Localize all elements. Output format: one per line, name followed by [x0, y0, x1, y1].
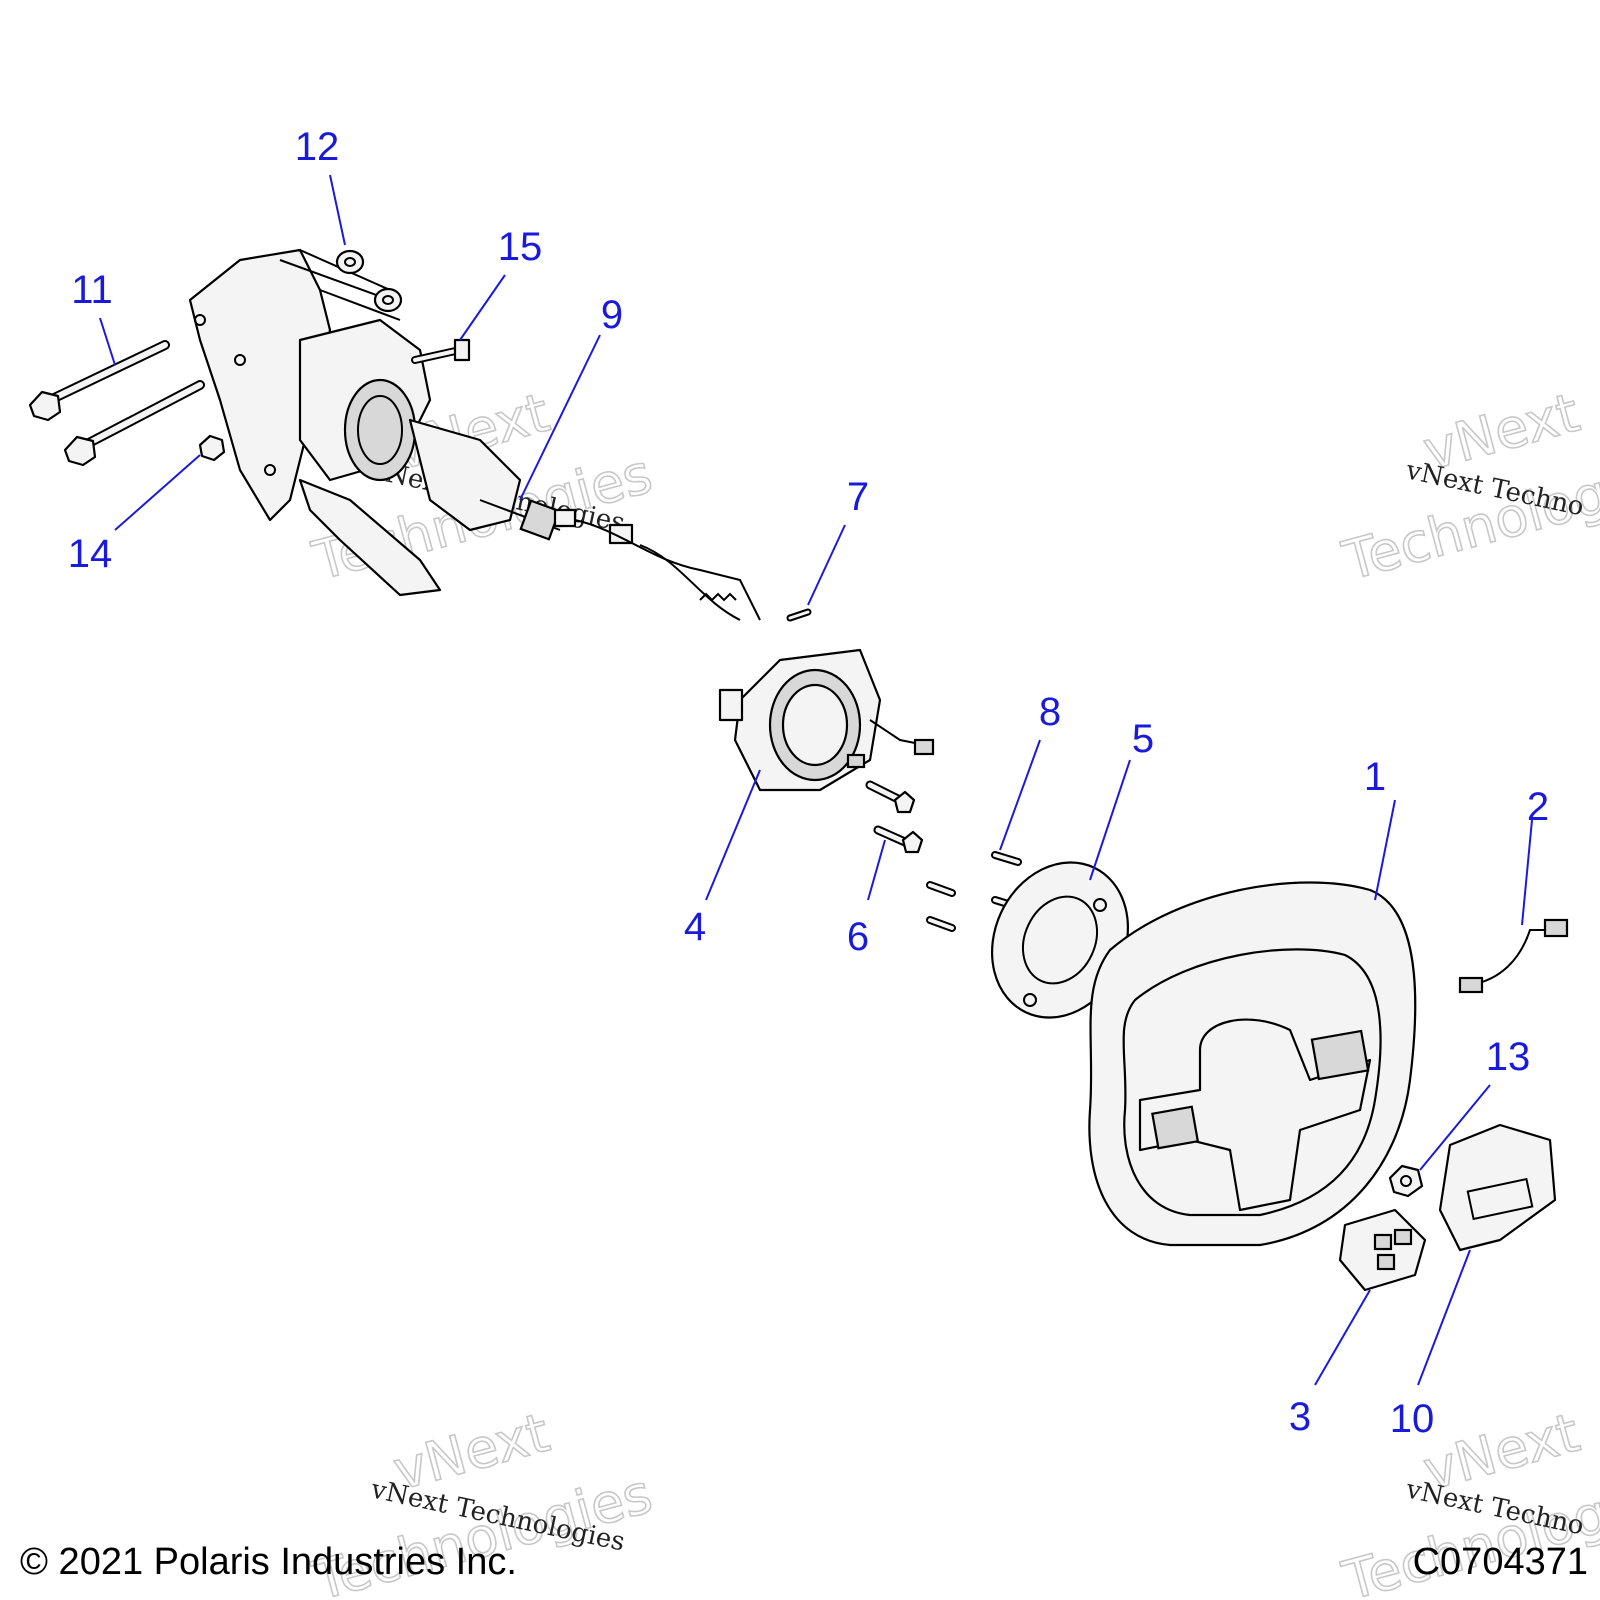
figure-code: C0704371 — [1413, 1541, 1588, 1583]
bolt-6-upper — [865, 780, 916, 814]
grommet-12 — [335, 249, 403, 313]
cover-10 — [1438, 1123, 1557, 1252]
callout-10: 10 — [1390, 1397, 1435, 1441]
leader-5 — [1089, 759, 1131, 881]
leader-lines — [99, 174, 1533, 1386]
leader-9 — [519, 334, 601, 501]
leader-8 — [999, 739, 1041, 851]
leader-12 — [329, 174, 346, 246]
callout-2: 2 — [1527, 785, 1549, 829]
leader-6 — [867, 839, 886, 901]
bolt-6-lower — [873, 825, 924, 854]
nut-14 — [198, 434, 226, 462]
steering-wheel-1 — [1088, 881, 1417, 1247]
harness-2 — [1458, 918, 1569, 994]
callout-3: 3 — [1289, 1395, 1311, 1439]
tilt-mechanism — [298, 318, 522, 597]
callout-7: 7 — [847, 475, 869, 519]
callout-8: 8 — [1039, 690, 1061, 734]
leader-10 — [1417, 1249, 1471, 1386]
leader-2 — [1521, 819, 1533, 926]
callout-6: 6 — [847, 915, 869, 959]
copyright-notice: © 2021 Polaris Industries Inc. — [20, 1541, 517, 1583]
screw-7 — [786, 608, 812, 622]
long-bolt-lower — [63, 380, 205, 467]
steering-column-bracket — [188, 248, 401, 522]
leader-4 — [705, 769, 761, 901]
leader-11 — [99, 317, 116, 366]
callout-14: 14 — [68, 532, 113, 576]
callout-13: 13 — [1486, 1035, 1531, 1079]
callout-12: 12 — [295, 125, 340, 169]
callout-4: 4 — [684, 905, 706, 949]
switch-3 — [1338, 1208, 1427, 1292]
callout-labels: 1 2 3 4 5 6 7 8 9 10 11 12 13 14 15 — [68, 125, 1549, 1441]
leader-3 — [1314, 1289, 1371, 1386]
leader-7 — [807, 524, 846, 606]
steering-shaft — [479, 499, 761, 621]
long-bolt-upper — [28, 340, 170, 422]
leader-1 — [1374, 799, 1396, 901]
clock-spring-4 — [718, 648, 935, 792]
bolt-15 — [411, 338, 471, 364]
callout-1: 1 — [1364, 755, 1386, 799]
leader-13 — [1419, 1084, 1491, 1171]
callout-5: 5 — [1132, 717, 1154, 761]
watermark-top-right: vNext Technologies vNext Techno — [1335, 380, 1600, 594]
leader-15 — [459, 274, 506, 341]
callout-9: 9 — [601, 293, 623, 337]
nut-13 — [1388, 1164, 1424, 1198]
callout-15: 15 — [498, 225, 543, 269]
callout-11: 11 — [71, 268, 113, 312]
leader-14 — [114, 454, 201, 531]
